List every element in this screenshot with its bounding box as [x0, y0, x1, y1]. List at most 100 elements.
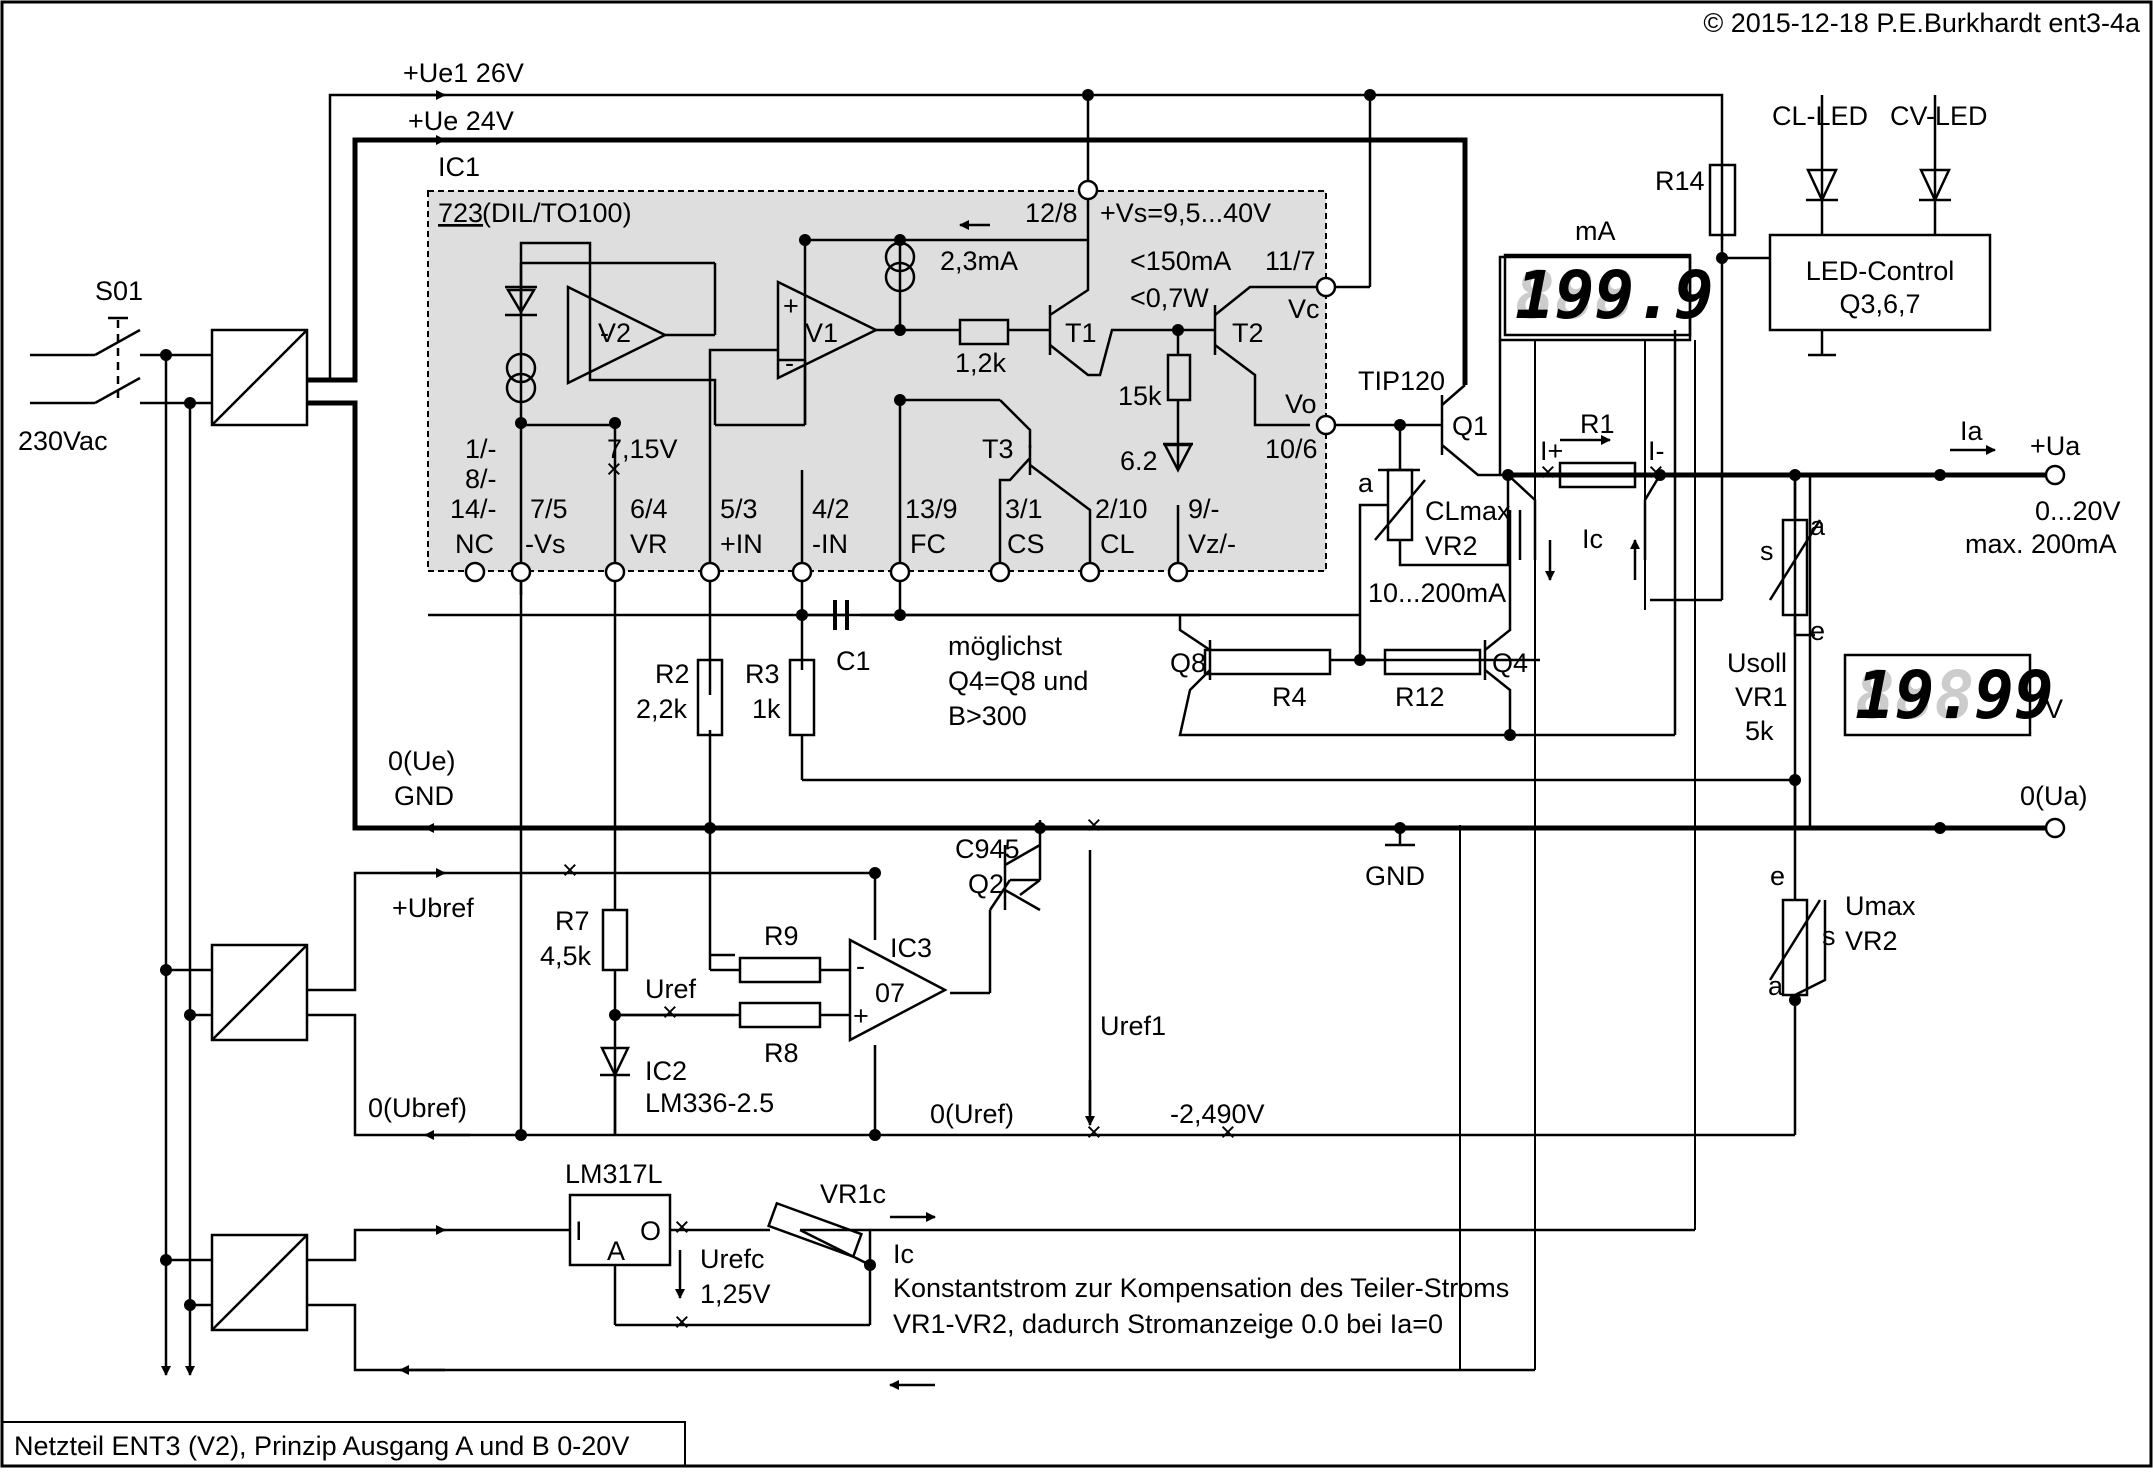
- meter-unit-a: mA: [1575, 216, 1616, 246]
- pin-vz-name: Vz/-: [1188, 529, 1236, 559]
- lm317-label: LM317L: [565, 1159, 663, 1189]
- pin-cs-name: CS: [1007, 529, 1045, 559]
- r4-label: R4: [1272, 682, 1307, 712]
- title-box: [2, 1421, 686, 1466]
- ic1-box: [427, 190, 1327, 572]
- led-section: [1650, 95, 1992, 602]
- arrows: [161, 90, 1996, 1390]
- ic1-current-limit: <150mA: [1130, 246, 1231, 276]
- ic1-v1: V1: [805, 318, 838, 348]
- pin-nc-num2: 8/-: [465, 464, 497, 494]
- umax-vr: VR2: [1845, 926, 1898, 956]
- svg-text:×: ×: [1648, 457, 1664, 487]
- ic-loop: Ic: [1582, 524, 1603, 554]
- minus-ref: -2,490V: [1170, 1099, 1265, 1129]
- switch-label: S01: [95, 276, 143, 306]
- x-marks: ×× ×× ×× ×× ××: [562, 454, 1664, 1337]
- pin-cs-num: 3/1: [1005, 494, 1043, 524]
- pin-nc-name: NC: [455, 529, 494, 559]
- ic1-ref-current: 2,3mA: [940, 246, 1018, 276]
- ua-label: +Ua: [2030, 431, 2081, 461]
- umax-label: Umax: [1845, 891, 1916, 921]
- ic1-vc-pin: 11/7: [1265, 246, 1316, 276]
- ic1-power-limit: <0,7W: [1130, 283, 1209, 313]
- ic1-v2: V2: [598, 318, 631, 348]
- pin-circles: [464, 179, 2066, 839]
- junction-dots: [160, 89, 1946, 1311]
- ia-label: Ia: [1960, 416, 1984, 446]
- svg-text:×: ×: [674, 1307, 690, 1337]
- meter-a-ghost: 888: [1515, 257, 1634, 334]
- i-minus: I-: [1648, 436, 1665, 466]
- pin-nin-name: -IN: [812, 529, 848, 559]
- usoll-value: 5k: [1745, 716, 1774, 746]
- c1-plate-b: [845, 600, 849, 630]
- main-bus: [307, 137, 2055, 831]
- q8-label: Q8: [1170, 648, 1206, 678]
- svg-text:×: ×: [674, 1212, 690, 1242]
- pin-cl-name: CL: [1100, 529, 1135, 559]
- c1-plate-a: [833, 600, 837, 630]
- ua-gnd: 0(Ua): [2020, 781, 2088, 811]
- compensation-line1: Konstantstrom zur Kompensation des Teile…: [893, 1273, 1509, 1303]
- ic3-plus: +: [853, 1001, 869, 1031]
- vr2-e: e: [1770, 861, 1785, 891]
- svg-text:×: ×: [1540, 457, 1556, 487]
- gnd-symbol: [1385, 828, 1415, 847]
- r3-value: 1k: [752, 694, 781, 724]
- ic1-vr-volt: 7,15V: [607, 434, 678, 464]
- ic1-r-15k: 15k: [1118, 381, 1162, 411]
- pin-fc-num: 13/9: [905, 494, 958, 524]
- rail-ubref: +Ubref: [392, 893, 474, 923]
- ic1-t3: T3: [982, 434, 1014, 464]
- vr1-a: a: [1810, 511, 1826, 541]
- pin-nin-num: 4/2: [812, 494, 850, 524]
- ic1-package: (DIL/TO100): [482, 198, 632, 228]
- svg-text:×: ×: [662, 997, 678, 1027]
- uref1-label: Uref1: [1100, 1011, 1166, 1041]
- meter-a-value: 199.9: [1515, 257, 1714, 334]
- v2-minus: -: [600, 318, 609, 348]
- r2-body: [696, 658, 724, 737]
- c945-label: C945: [955, 834, 1020, 864]
- range-out: 0...20V: [2035, 496, 2121, 526]
- lm-pin-o: O: [640, 1216, 661, 1246]
- pin-pin-num: 5/3: [720, 494, 758, 524]
- rail-ue: +Ue 24V: [408, 106, 514, 136]
- current-sources: [505, 241, 916, 404]
- note-line3: B>300: [948, 701, 1027, 731]
- compensation-line2: VR1-VR2, dadurch Stromanzeige 0.0 bei Ia…: [893, 1309, 1443, 1339]
- r14-label: R14: [1655, 166, 1705, 196]
- output-stage: [1178, 255, 1692, 737]
- led-control-q: Q3,6,7: [1839, 289, 1920, 319]
- r8-label: R8: [764, 1038, 799, 1068]
- vr1c-label: VR1c: [820, 1179, 886, 1209]
- pin-vs-num: 7/5: [530, 494, 568, 524]
- ic1-vc: Vc: [1288, 294, 1320, 324]
- r2-value: 2,2k: [636, 694, 688, 724]
- vr1c: [767, 1201, 872, 1265]
- meter-v-value: 19.99: [1855, 657, 2054, 734]
- max-out: max. 200mA: [1965, 529, 2117, 559]
- svg-text:×: ×: [1086, 1117, 1102, 1147]
- v1-plus: +: [783, 291, 799, 321]
- note-line2: Q4=Q8 und: [948, 666, 1088, 696]
- ic1-zener: 6.2: [1120, 446, 1158, 476]
- pin-nc-num1: 1/-: [465, 434, 497, 464]
- rail-0ubref: 0(Ubref): [368, 1093, 467, 1123]
- c1-label: C1: [836, 646, 871, 676]
- q1-label: Q1: [1452, 411, 1488, 441]
- led-control-label: LED-Control: [1806, 256, 1955, 286]
- ic2-label: IC2: [645, 1056, 687, 1086]
- vr1-e: e: [1810, 616, 1825, 646]
- footer-title: Netzteil ENT3 (V2), Prinzip Ausgang A un…: [14, 1431, 629, 1461]
- clmax-vr: VR2: [1425, 531, 1478, 561]
- copyright: © 2015-12-18 P.E.Burkhardt ent3-4a: [1703, 8, 2141, 38]
- svg-text:×: ×: [606, 454, 622, 484]
- lm-pin-i: I: [575, 1216, 583, 1246]
- rail-ue1: +Ue1 26V: [403, 58, 524, 88]
- r2-label: R2: [655, 659, 690, 689]
- vr1-s: s: [1760, 536, 1774, 566]
